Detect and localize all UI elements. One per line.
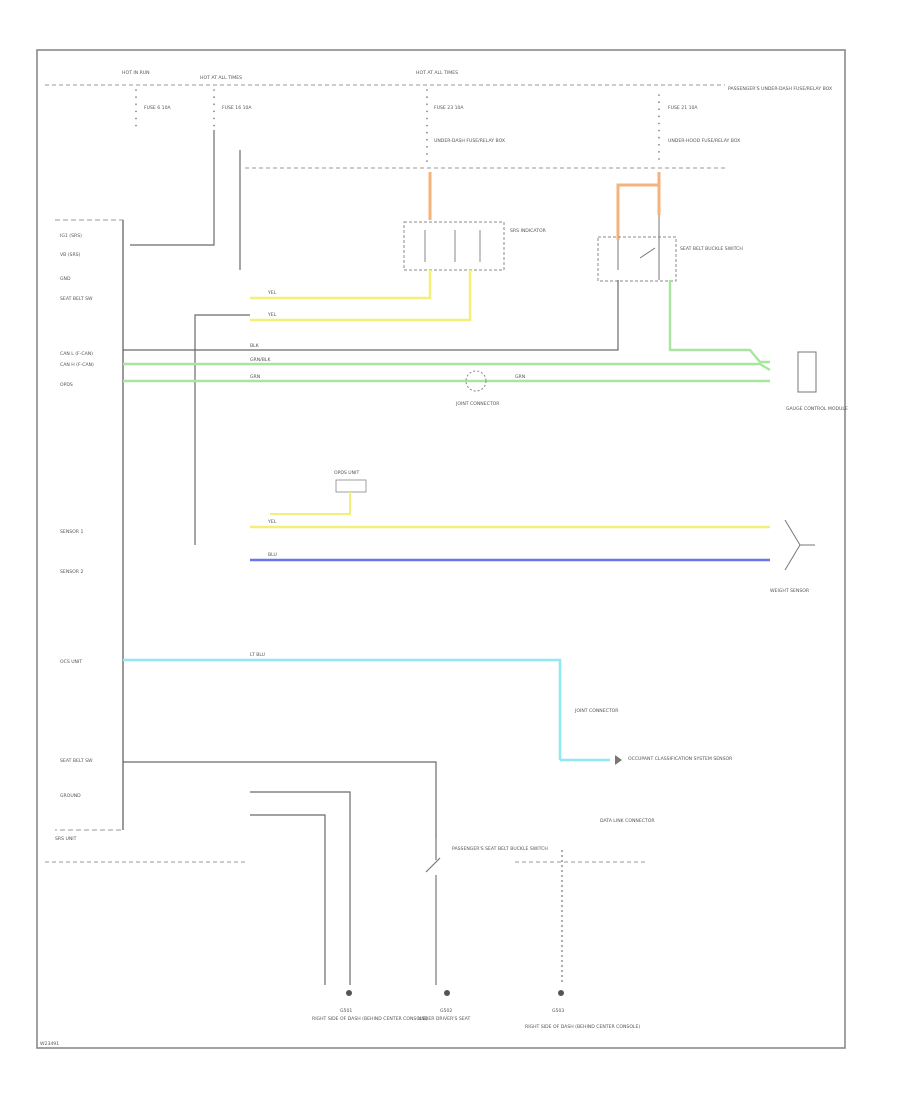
fuse-columns xyxy=(135,89,660,166)
ocs-sensor-arrow xyxy=(615,755,622,765)
joint-connector-2-label: JOINT CONNECTOR xyxy=(574,708,619,714)
opds-feed xyxy=(270,492,351,515)
srs-module-name: SRS UNIT xyxy=(55,836,77,842)
diagram-code: W23491 xyxy=(40,1041,59,1047)
can-bus-wires: BLK GRN/BLK GRN GRN JOINT CONNECTOR GAUG… xyxy=(123,280,848,412)
blu-sensor-label: BLU xyxy=(268,552,277,558)
pass-buckle-label: PASSENGER'S SEAT BELT BUCKLE SWITCH xyxy=(452,846,548,852)
gray-riser-wire xyxy=(194,314,250,545)
yellow-wire-2 xyxy=(250,270,472,322)
weight-sensor-symbol xyxy=(784,519,815,571)
srs-pin-4: CAN L (F-CAN) xyxy=(60,351,93,357)
power-feed-wires xyxy=(130,130,241,270)
srs-pin-3: SEAT BELT SW xyxy=(60,296,93,302)
srs-pin-7: SENSOR 1 xyxy=(60,529,83,535)
hot-in-run-label: HOT IN RUN xyxy=(122,70,150,76)
ground-g2-label: G502 xyxy=(440,1008,452,1014)
cyan-wire xyxy=(123,658,562,760)
buckle-switch-contact xyxy=(617,215,660,280)
top-labels: HOT IN RUN HOT AT ALL TIMES HOT AT ALL T… xyxy=(122,70,832,144)
srs-module: SRS UNIT IG1 (SRS) VB (SRS) GND SEAT BEL… xyxy=(55,219,124,842)
relay-label: SRS INDICATOR xyxy=(510,228,547,234)
ground-g1 xyxy=(346,990,352,996)
feed-wire-ig xyxy=(130,130,215,246)
gauge-module-label: GAUGE CONTROL MODULE xyxy=(786,406,848,412)
srs-pin-8: SENSOR 2 xyxy=(60,569,83,575)
green-wire-2 xyxy=(123,362,771,372)
blk-wire-label: BLK xyxy=(250,343,260,349)
srs-pin-6: OPDS xyxy=(60,382,73,388)
fuse-b-label: FUSE 16 10A xyxy=(222,105,252,111)
grn-wire-label-1: GRN/BLK xyxy=(250,357,271,363)
belt-wire-lower xyxy=(123,761,437,838)
opds-unit-box xyxy=(335,479,367,493)
ground-symbols: G501 G502 G503 RIGHT SIDE OF DASH (BEHIN… xyxy=(312,990,640,1030)
srs-pin-2: GND xyxy=(60,276,71,282)
ground-g3-label: G503 xyxy=(552,1008,564,1014)
diagram-frame xyxy=(36,49,846,1049)
gauge-module-connector xyxy=(797,351,817,393)
ground-g3-desc: RIGHT SIDE OF DASH (BEHIND CENTER CONSOL… xyxy=(525,1024,640,1030)
relay-block: SRS INDICATOR SEAT BELT BUCKLE SWITCH xyxy=(403,215,743,282)
green-wire-buckle xyxy=(668,280,770,364)
srs-pin-9: OCS UNIT xyxy=(60,659,82,665)
ocs-wire: LT BLU JOINT CONNECTOR OCCUPANT CLASSIFI… xyxy=(123,652,733,765)
dlc-label: DATA LINK CONNECTOR xyxy=(600,818,655,824)
fuse-d-label: FUSE 21 10A xyxy=(668,105,698,111)
ocs-sensor-label: OCCUPANT CLASSIFICATION SYSTEM SENSOR xyxy=(628,756,733,762)
ground-g3 xyxy=(558,990,564,996)
srs-pin-5: CAN H (F-CAN) xyxy=(60,362,94,368)
yellow-wires-upper: YEL YEL xyxy=(250,270,472,322)
fuse-c-label: FUSE 23 10A xyxy=(434,105,464,111)
srs-pin-labels: IG1 (SRS) VB (SRS) GND SEAT BELT SW CAN … xyxy=(60,233,94,799)
can-wire-blk xyxy=(123,280,619,351)
relay-box xyxy=(403,221,505,271)
grn-wire-label-3: GRN xyxy=(515,374,525,380)
buckle-switch-lower xyxy=(425,838,441,985)
yellow-wire-label-1: YEL xyxy=(267,290,277,296)
yellow-wire-label-2: YEL xyxy=(267,312,277,318)
belt-wire-lower-3 xyxy=(250,814,326,985)
ground-g2 xyxy=(444,990,450,996)
srs-module-outline xyxy=(55,219,124,831)
hot-at-all-times-label: HOT AT ALL TIMES xyxy=(200,75,242,81)
buckle-switch-label: SEAT BELT BUCKLE SWITCH xyxy=(680,246,743,252)
yellow-wire-1 xyxy=(250,270,432,300)
orange-feed-2 xyxy=(616,172,661,240)
junction-box-b-label: UNDER-HOOD FUSE/RELAY BOX xyxy=(668,138,740,144)
hot-at-all-times-label-2: HOT AT ALL TIMES xyxy=(416,70,458,76)
grn-wire-label-2: GRN xyxy=(250,374,260,380)
sensor-wires: OPDS UNIT YEL BLU WEIGHT SENSOR xyxy=(250,470,815,594)
relay-internal-wiring xyxy=(424,230,481,262)
orange-feeds xyxy=(428,172,661,240)
ltblu-wire-label: LT BLU xyxy=(250,652,265,658)
ground-g1-desc: RIGHT SIDE OF DASH (BEHIND CENTER CONSOL… xyxy=(312,1016,427,1022)
srs-pin-1: VB (SRS) xyxy=(60,252,81,258)
srs-pin-0: IG1 (SRS) xyxy=(60,233,82,239)
passenger-box-label: PASSENGER'S UNDER-DASH FUSE/RELAY BOX xyxy=(728,86,832,92)
junction-box-a-label: UNDER-DASH FUSE/RELAY BOX xyxy=(434,138,505,144)
ground-g1-label: G501 xyxy=(340,1008,352,1014)
joint-connector-1-label: JOINT CONNECTOR xyxy=(455,401,500,407)
srs-pin-10: SEAT BELT SW xyxy=(60,758,93,764)
weight-sensor-label: WEIGHT SENSOR xyxy=(770,588,810,594)
yel-sensor-label: YEL xyxy=(267,519,277,525)
opds-unit-label: OPDS UNIT xyxy=(334,470,359,476)
belt-wire-lower-2 xyxy=(250,791,351,985)
fuse-a-label: FUSE 6 10A xyxy=(144,105,172,111)
lower-wires: PASSENGER'S SEAT BELT BUCKLE SWITCH DATA… xyxy=(123,761,655,985)
joint-connector-1 xyxy=(465,370,487,392)
srs-pin-11: GROUND xyxy=(60,793,81,799)
ground-g2-desc: UNDER DRIVER'S SEAT xyxy=(418,1016,470,1022)
buckle-switch-box xyxy=(597,236,677,282)
